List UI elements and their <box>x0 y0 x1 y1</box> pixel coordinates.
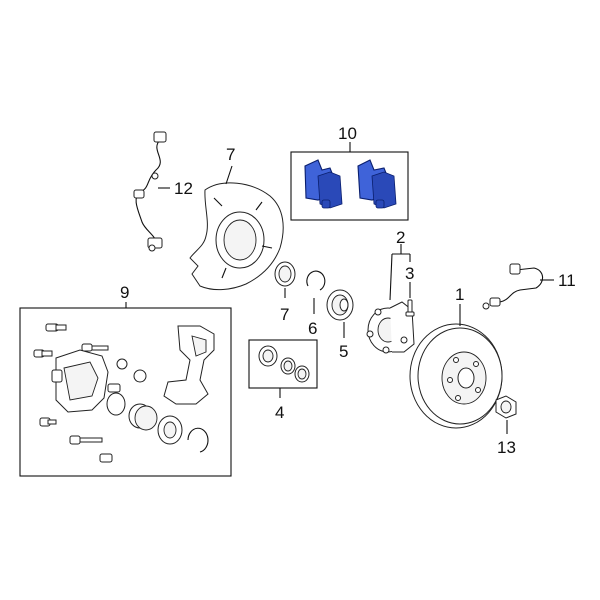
part-10-brake-pads[interactable] <box>304 159 397 209</box>
guide-pin <box>69 435 113 463</box>
part-2-hub[interactable] <box>366 301 415 354</box>
callout-5: 5 <box>339 342 348 361</box>
callout-9: 9 <box>120 283 129 302</box>
callout-7: 7 <box>280 305 289 324</box>
callout-2: 2 <box>396 228 405 247</box>
part-7-seal[interactable] <box>274 261 296 287</box>
part-4-box <box>248 339 318 389</box>
leader-2 <box>389 253 393 301</box>
part-8-splash-shield[interactable] <box>189 182 284 291</box>
part-13-nut[interactable] <box>495 395 517 419</box>
callout-6: 6 <box>308 319 317 338</box>
callout-10: 10 <box>338 124 357 143</box>
part-5-bearing[interactable] <box>326 289 354 321</box>
callout-4: 4 <box>275 403 284 422</box>
part-9-box <box>19 307 232 477</box>
part-9-caliper-assembly[interactable] <box>33 323 215 463</box>
callout-3: 3 <box>405 264 414 283</box>
leader-8 <box>225 165 233 185</box>
callout-8: 7 <box>226 145 235 164</box>
caliper-bolt <box>33 349 53 358</box>
caliper-bolt <box>81 343 109 352</box>
part-11-brake-hose[interactable] <box>482 263 544 310</box>
part-4-seal-kit[interactable] <box>258 345 310 383</box>
part-1-brake-rotor[interactable] <box>409 323 503 429</box>
callout-13: 13 <box>497 438 516 457</box>
guide-pin <box>39 417 57 427</box>
part-6-snap-ring[interactable] <box>306 270 326 291</box>
part-3-hub-bolt[interactable] <box>405 299 415 317</box>
caliper-bolt <box>45 323 67 332</box>
callout-12: 12 <box>174 179 193 198</box>
callout-1: 1 <box>455 285 464 304</box>
callout-11: 11 <box>558 271 576 290</box>
part-12-abs-sensor-wire[interactable] <box>133 131 167 252</box>
